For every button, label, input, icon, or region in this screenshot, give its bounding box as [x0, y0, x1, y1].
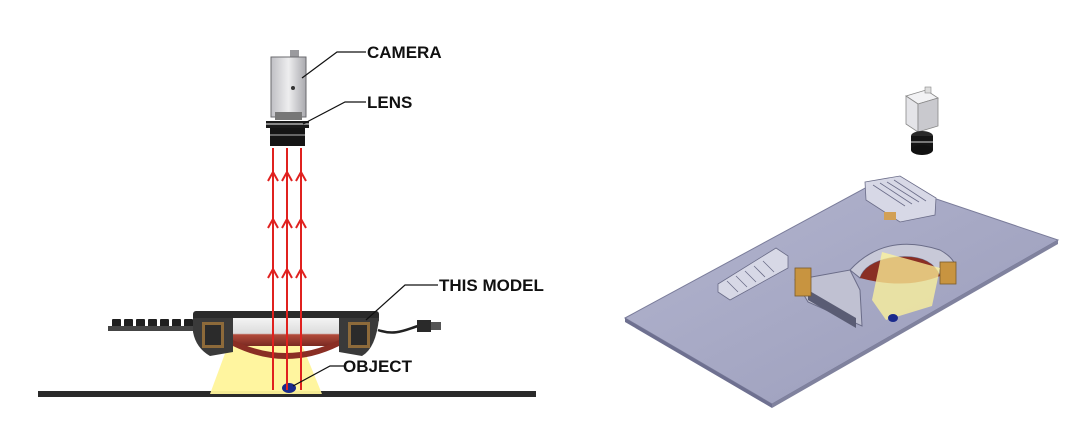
base-plate-edge-right [772, 240, 1058, 408]
ray-arrowheads [267, 169, 307, 279]
camera-label: CAMERA [367, 43, 442, 62]
leader-lines [292, 51, 438, 387]
this-model-label: THIS MODEL [439, 276, 544, 295]
object-dot-3d-icon [888, 314, 898, 322]
connector-bank-left [717, 247, 789, 301]
side-view: CAMERA LENS THIS MODEL OBJECT [38, 43, 544, 397]
light-cone-3d-icon [872, 252, 940, 320]
object-label: OBJECT [343, 357, 413, 376]
cable-right [377, 324, 419, 334]
lens-icon [266, 121, 309, 146]
isometric-view [623, 86, 1060, 408]
camera-body-icon [270, 50, 307, 120]
cable-chain-left [108, 319, 200, 331]
connector-right [417, 320, 441, 332]
connector-bank-back [864, 175, 937, 223]
camera-3d-icon [905, 86, 939, 155]
lens-label: LENS [367, 93, 412, 112]
orange-block-back [884, 212, 896, 220]
base-plate-edge [625, 318, 772, 408]
object-dot-icon [282, 383, 296, 393]
